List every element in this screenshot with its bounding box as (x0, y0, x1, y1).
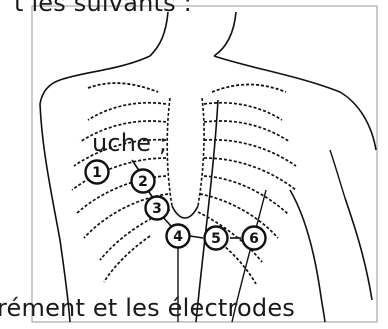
sternum-left-edge (167, 98, 172, 206)
electrode-1: 1 (86, 161, 109, 184)
left-clavicle (88, 83, 158, 92)
right-clavicle (212, 85, 286, 93)
electrode-label: 3 (152, 201, 162, 217)
electrode-4: 4 (167, 225, 190, 248)
left-flank-outline (40, 104, 70, 322)
right-flank-outline (290, 190, 325, 322)
electrode-5: 5 (205, 227, 228, 250)
midclavicular-line (196, 100, 218, 322)
electrode-label: 6 (249, 231, 259, 247)
text-fragment-top: t les suivants : (14, 0, 192, 15)
electrode-label: 2 (138, 174, 148, 190)
figure-frame (32, 6, 377, 322)
armpit-outline (330, 150, 345, 198)
electrode-label: 1 (92, 165, 102, 181)
right-arm-outline (345, 198, 372, 300)
right-shoulder-outline (214, 56, 376, 150)
electrode-2: 2 (132, 170, 155, 193)
electrode-group: 1 234 5 6 (86, 161, 266, 250)
sternum-right-edge (198, 98, 204, 206)
neck-left-line (150, 12, 168, 56)
left-shoulder-outline (40, 56, 150, 104)
electrode-6: 6 (243, 227, 266, 250)
right-ribs (198, 103, 296, 284)
electrode-3: 3 (146, 197, 169, 220)
text-fragment-middle: uche ; (92, 131, 167, 155)
xiphoid (172, 206, 198, 218)
text-fragment-bottom: rément et les électrodes (0, 296, 295, 320)
electrode-label: 4 (173, 229, 183, 245)
neck-right-line (214, 12, 236, 56)
electrode-label: 5 (211, 231, 221, 247)
